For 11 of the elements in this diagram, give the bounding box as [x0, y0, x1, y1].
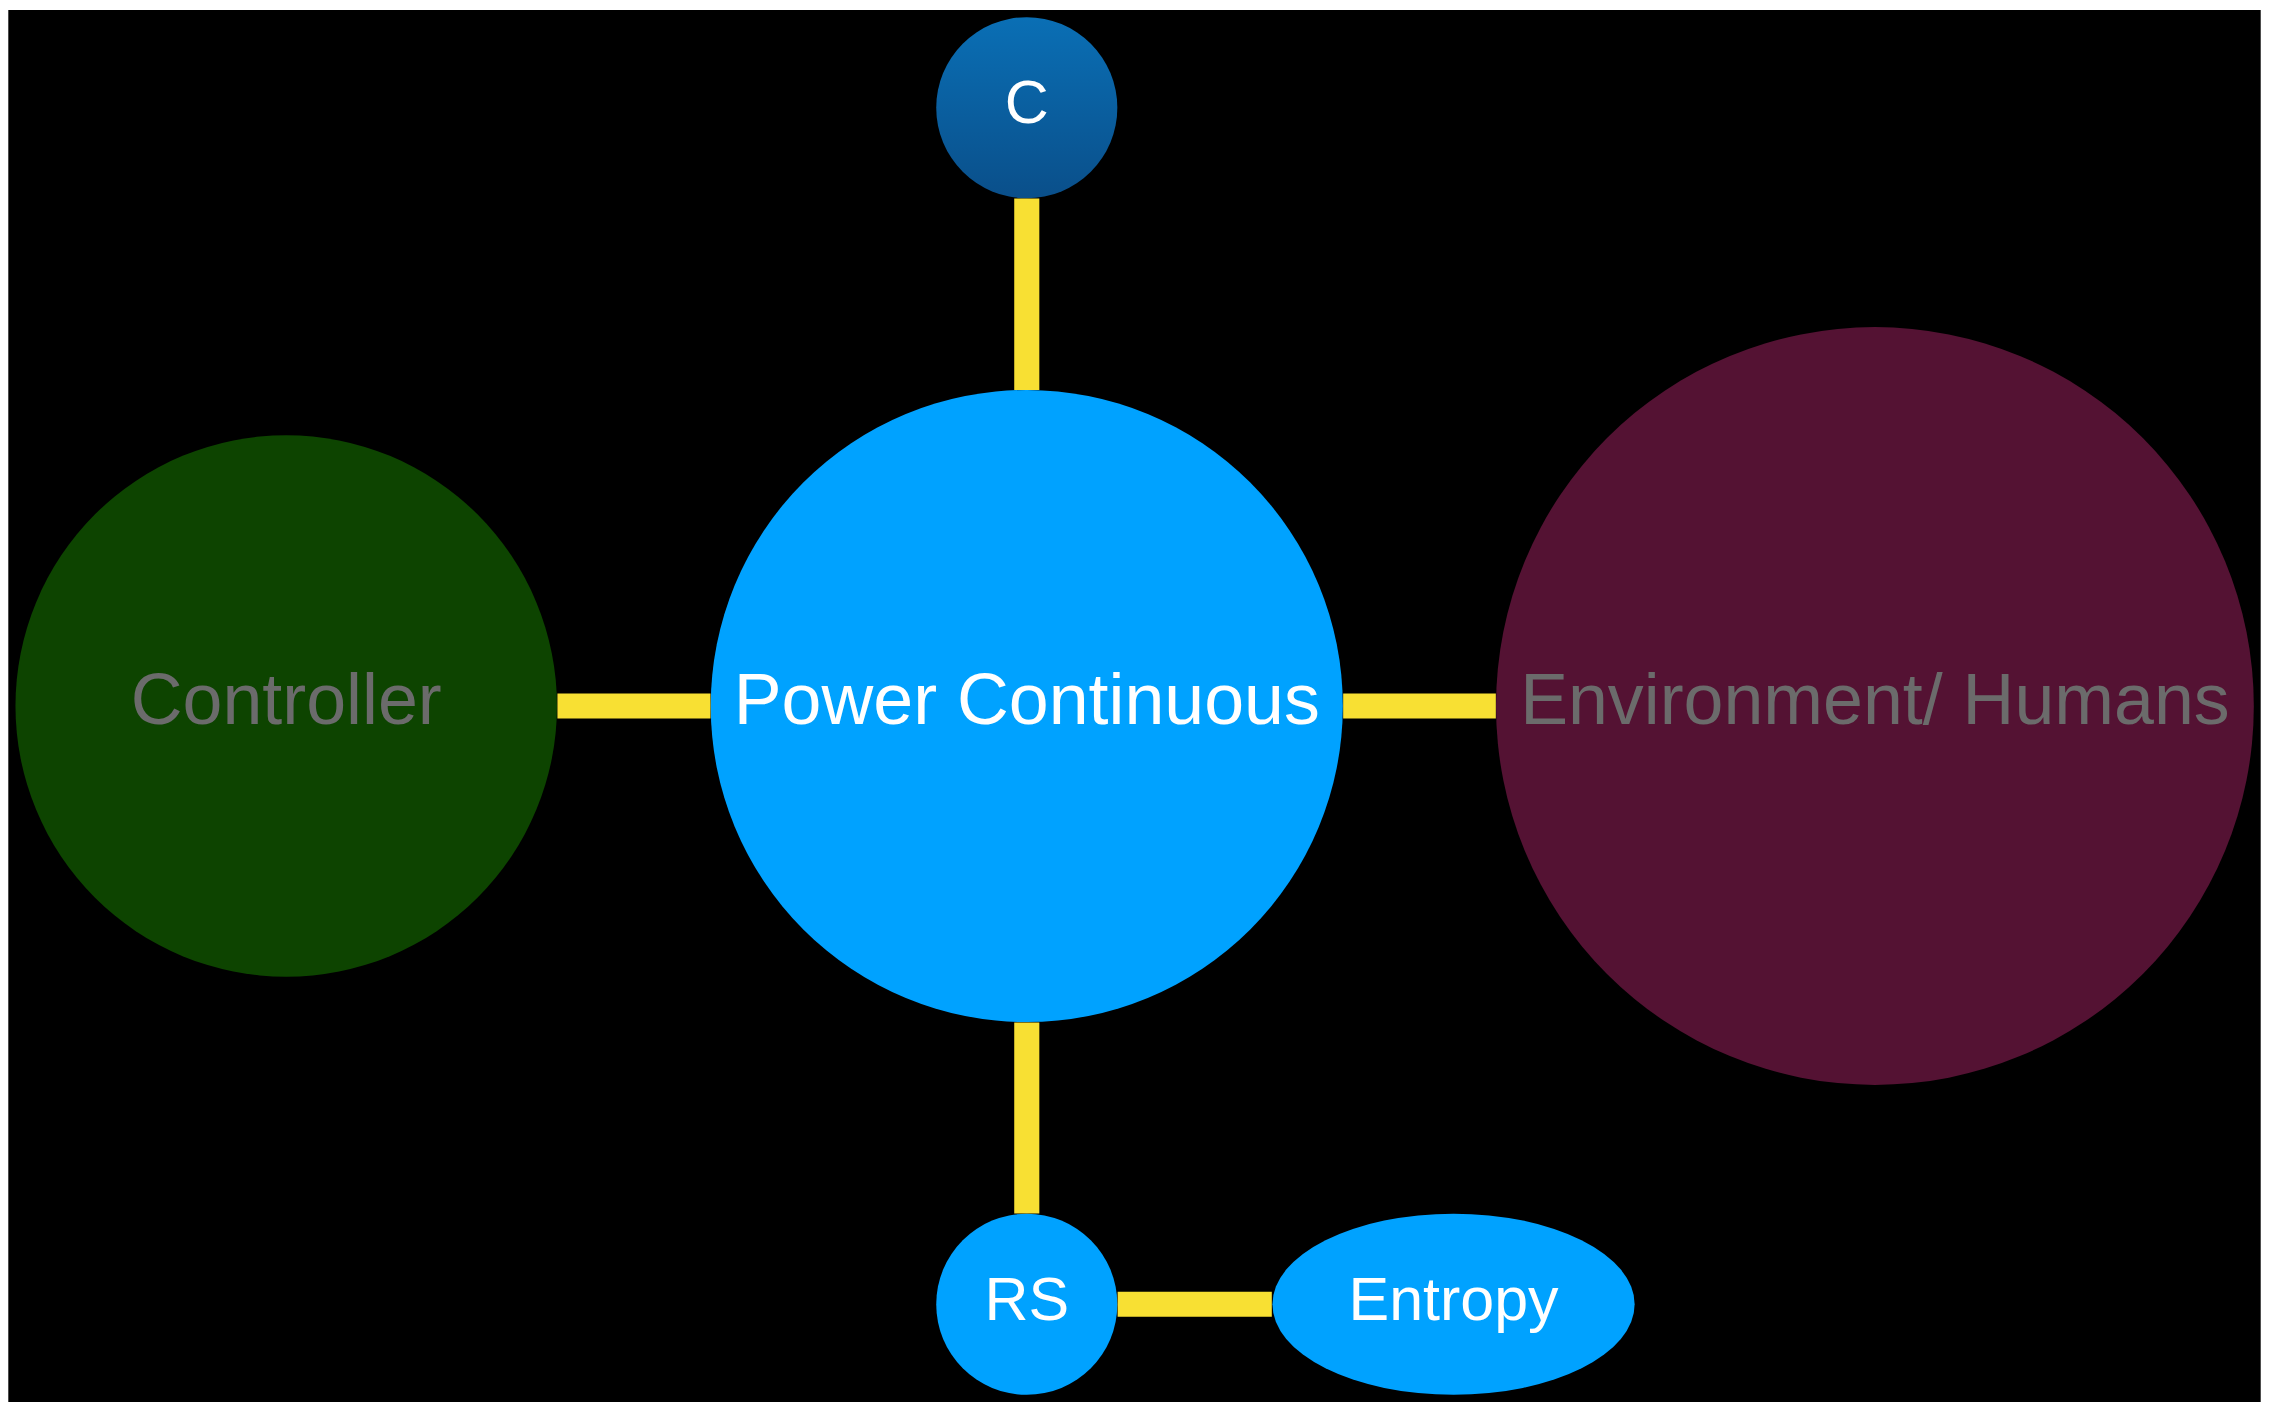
node-circle: C — [936, 17, 1118, 199]
node-circle: Power Continuous — [710, 389, 1343, 1023]
connector — [1014, 198, 1040, 390]
connector — [1343, 693, 1496, 719]
connector — [1117, 1291, 1272, 1317]
connector — [1014, 1022, 1040, 1214]
node-circle: RS — [936, 1213, 1118, 1395]
node-ellipse: Entropy — [1272, 1213, 1635, 1395]
node-circle: Environment/ Humans — [1496, 327, 2254, 1085]
connector — [557, 693, 711, 719]
node-circle: Controller — [15, 435, 557, 977]
